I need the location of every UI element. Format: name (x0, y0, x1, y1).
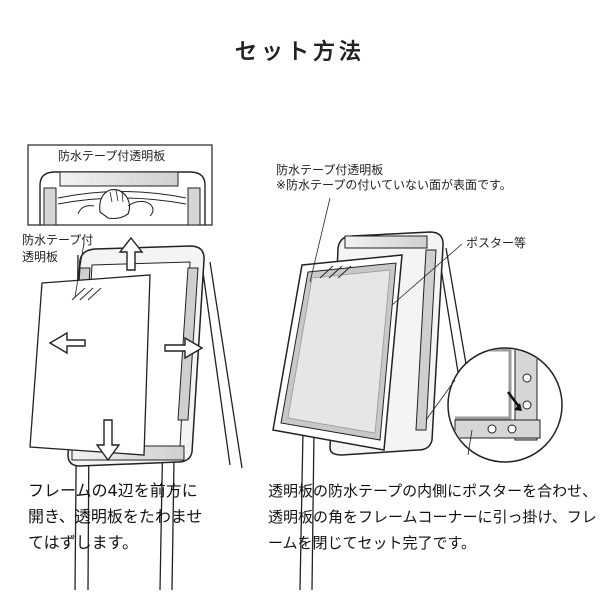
right-caption-line1: 透明板の防水テープの内側にポスターを合わせ、 (268, 482, 598, 500)
arrow-up-icon (118, 236, 144, 271)
left-caption-line3: てはずします。 (28, 533, 139, 552)
inset-panel-label: 防水テープ付透明板 (58, 149, 166, 163)
left-caption: フレームの4辺を前方に 開き、透明板をたわませ てはずします。 (28, 478, 202, 556)
side-panel-label-line1: 防水テープ付 (22, 233, 94, 247)
right-caption: 透明板の防水テープの内側にポスターを合わせ、 透明板の角をフレームコーナーに引っ… (268, 478, 597, 556)
right-panel-label-line1: 防水テープ付透明板 (276, 163, 384, 177)
right-panel-label-line2: ※防水テープの付いていない面が表面です。 (276, 178, 512, 192)
left-caption-line1: フレームの4辺を前方に (28, 481, 198, 500)
right-caption-line2: 透明板の角をフレームコーナーに引っ掛け、フレ (268, 508, 597, 526)
arrow-down-icon (95, 419, 121, 462)
right-stand-frame (272, 231, 481, 591)
left-stand-frame (29, 245, 243, 591)
left-caption-line2: 開き、透明板をたわませ (28, 507, 203, 526)
poster-label: ポスター等 (466, 236, 527, 250)
right-caption-line3: ームを閉じてセット完了です。 (268, 534, 477, 552)
arrow-left-icon (48, 331, 86, 355)
left-inset-detail (27, 144, 213, 226)
side-panel-label-line2: 透明板 (22, 250, 59, 264)
page-title: セット方法 (234, 40, 365, 65)
arrow-right-icon (164, 336, 204, 360)
corner-detail-magnified (447, 347, 563, 463)
